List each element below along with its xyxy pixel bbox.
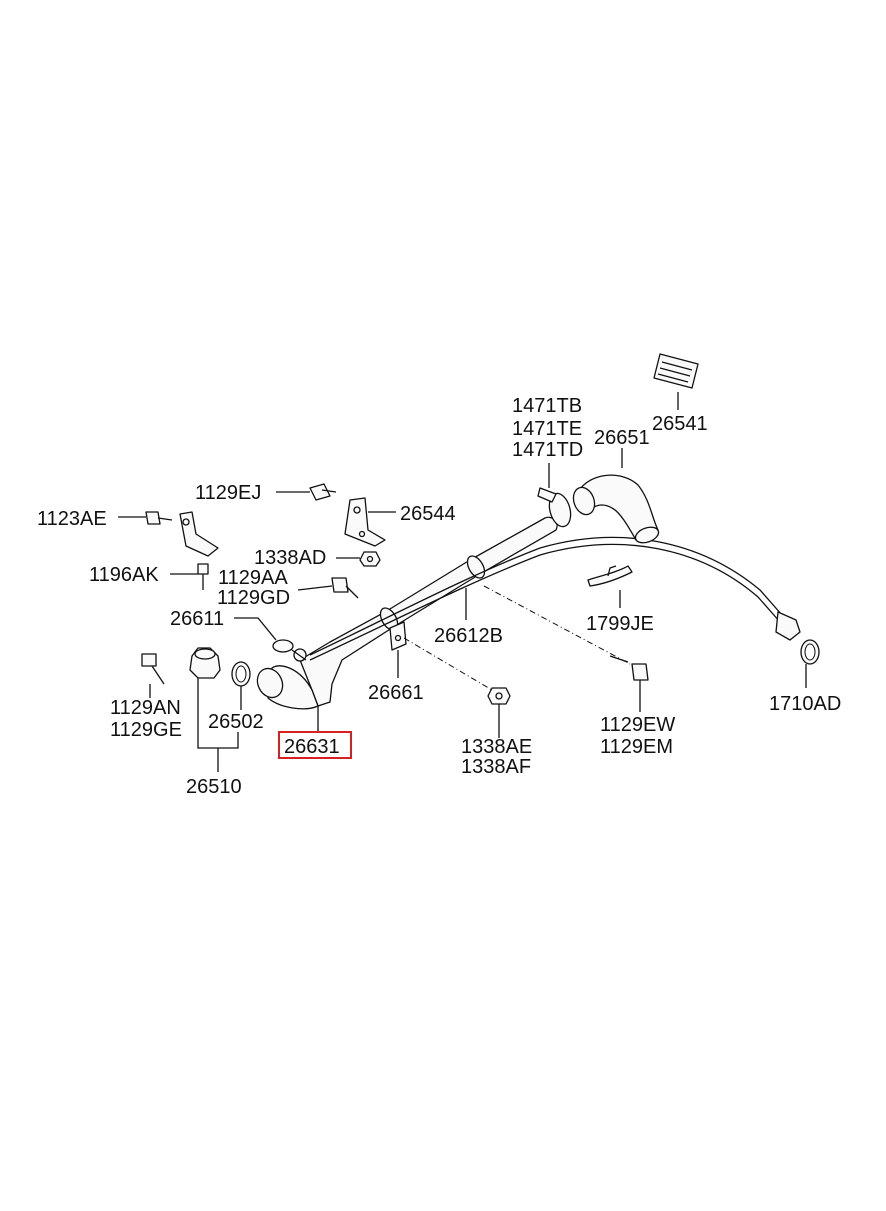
label-1129AA[interactable]: 1129AA — [218, 567, 288, 589]
tube-bracket-clip[interactable] — [389, 621, 407, 651]
label-26544[interactable]: 26544 — [400, 503, 456, 525]
label-1129GE[interactable]: 1129GE — [110, 719, 182, 741]
label-26611[interactable]: 26611 — [170, 608, 224, 630]
label-1123AE[interactable]: 1123AE — [37, 508, 107, 530]
label-26510[interactable]: 26510 — [186, 776, 242, 798]
bolt-1129EJ[interactable] — [309, 483, 337, 501]
nut-1338AE[interactable] — [487, 687, 511, 705]
bolt-1123AE[interactable] — [145, 511, 173, 525]
label-26631[interactable]: 26631 — [284, 736, 340, 758]
label-1338AE[interactable]: 1338AE — [461, 736, 532, 758]
harness-clip[interactable] — [587, 565, 633, 587]
alignment-lines — [403, 585, 631, 691]
label-1129EW[interactable]: 1129EW — [600, 714, 675, 736]
o-ring-26502[interactable] — [231, 661, 251, 687]
bolt-1196AK[interactable] — [197, 563, 209, 590]
label-26541[interactable]: 26541 — [652, 413, 708, 435]
label-1338AF[interactable]: 1338AF — [461, 756, 531, 778]
mounting-bracket-26544[interactable] — [344, 497, 386, 547]
bolt-1129AN[interactable] — [141, 653, 165, 685]
label-26661[interactable]: 26661 — [368, 682, 424, 704]
label-1471TD[interactable]: 1471TD — [512, 439, 583, 461]
oil-level-gauge-rod[interactable] — [291, 536, 801, 662]
label-26612B[interactable]: 26612B — [434, 625, 503, 647]
bolt-1129EW[interactable] — [609, 655, 649, 681]
bolt-1129AA[interactable] — [331, 577, 359, 599]
label-1129GD[interactable]: 1129GD — [217, 587, 290, 609]
label-1129EJ[interactable]: 1129EJ — [195, 482, 261, 504]
mounting-bracket-1123AE[interactable] — [179, 511, 219, 557]
leader-lines — [118, 392, 807, 772]
o-ring-26611[interactable] — [272, 639, 294, 653]
label-1129EM[interactable]: 1129EM — [600, 736, 673, 758]
hose-clamp[interactable] — [537, 487, 574, 529]
label-1338AD[interactable]: 1338AD — [254, 547, 326, 569]
label-1471TB[interactable]: 1471TB — [512, 395, 582, 417]
label-26502[interactable]: 26502 — [208, 711, 264, 733]
breather-hose[interactable] — [570, 474, 661, 546]
callout-labels: 1471TB 1471TE 1471TD 26651 26541 1129EJ … — [37, 395, 841, 798]
label-26651[interactable]: 26651 — [594, 427, 650, 449]
label-1799JE[interactable]: 1799JE — [586, 613, 654, 635]
oil-filler-cap[interactable] — [189, 647, 221, 679]
nut-1338AD[interactable] — [359, 551, 381, 567]
label-1710AD[interactable]: 1710AD — [769, 693, 841, 715]
label-1129AN[interactable]: 1129AN — [110, 697, 181, 719]
o-ring-1710AD[interactable] — [800, 639, 820, 665]
caution-label-plate — [653, 353, 699, 389]
highlight-box — [278, 731, 352, 759]
label-1471TE[interactable]: 1471TE — [512, 418, 582, 440]
label-1196AK[interactable]: 1196AK — [89, 564, 159, 586]
